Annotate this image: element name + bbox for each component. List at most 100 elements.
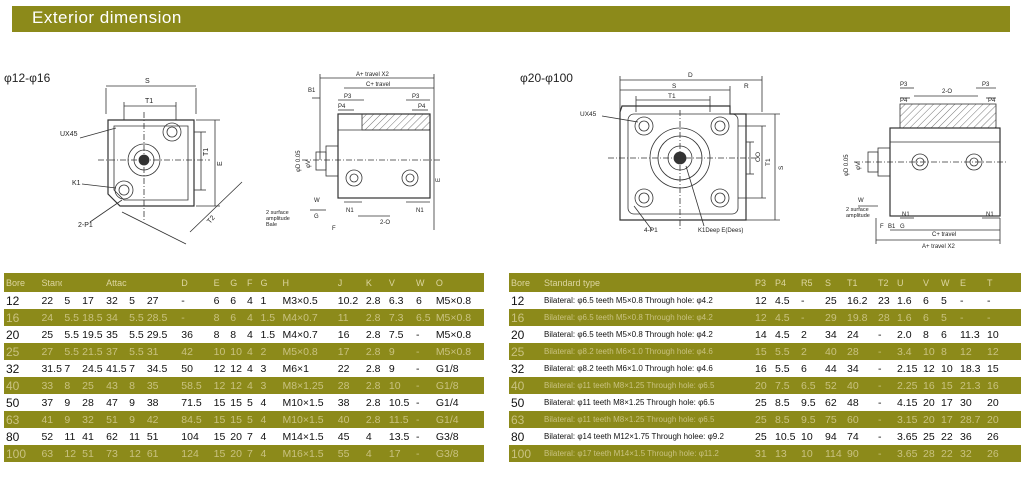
right-label-phid: φD 0.05 — [844, 154, 850, 176]
bore-cell: 32 — [509, 360, 542, 377]
table-header-cell: S — [823, 273, 845, 292]
table-cell: 26 — [985, 428, 1021, 445]
bore-cell: 25 — [4, 343, 40, 360]
table-cell: 50 — [179, 360, 212, 377]
right-section-title: φ20-φ100 — [520, 71, 573, 85]
table-cell: M5×0.8 — [433, 326, 484, 343]
left-label-p3: P3 — [344, 94, 352, 100]
table-cell: 55 — [335, 445, 364, 462]
table-cell: 14 — [753, 326, 773, 343]
table-cell: 31.5 — [39, 360, 63, 377]
left-label-s: S — [145, 78, 150, 85]
bore-cell: 16 — [4, 309, 40, 326]
left-label-phid: φD 0.05 — [296, 150, 302, 172]
table-header-cell — [62, 273, 81, 292]
table-cell: 74 — [845, 428, 876, 445]
table-cell: 2.25 — [895, 377, 921, 394]
table-cell: 90 — [845, 445, 876, 462]
table-cell: - — [414, 360, 434, 377]
table-cell: 26 — [985, 445, 1021, 462]
bore-cell: 63 — [4, 411, 40, 428]
right-label-p3b: P3 — [982, 82, 990, 88]
table-cell: 23 — [876, 292, 895, 309]
right-label-a-travel: A+ travel X2 — [922, 244, 956, 250]
table-cell: 51 — [144, 428, 180, 445]
table-header-cell: E — [211, 273, 229, 292]
table-cell: 27 — [39, 343, 63, 360]
table-cell: 34 — [104, 309, 128, 326]
table-cell: 2.8 — [363, 377, 387, 394]
table-cell: 21.5 — [80, 343, 105, 360]
right-label-p4b: P4 — [988, 98, 996, 104]
table-cell: 8 — [127, 377, 145, 394]
table-cell: 73 — [104, 445, 128, 462]
table-cell: 5.5 — [127, 309, 145, 326]
table-cell: 124 — [179, 445, 212, 462]
table-cell: M16×1.5 — [280, 445, 336, 462]
left-label-p4: P4 — [338, 104, 346, 110]
table-cell: 2.8 — [363, 343, 387, 360]
table-cell: Bilateral: φ14 teeth M12×1.75 Through ho… — [542, 428, 753, 445]
table-cell: 41 — [80, 428, 105, 445]
table-cell: 25 — [753, 428, 773, 445]
table-cell: 5 — [62, 292, 81, 309]
table-cell: 20 — [228, 445, 245, 462]
table-cell: 2.15 — [895, 360, 921, 377]
table-cell: 35 — [104, 326, 128, 343]
table-cell: - — [876, 428, 895, 445]
table-cell: 22 — [335, 360, 364, 377]
table-cell: G1/4 — [433, 411, 484, 428]
table-cell: - — [876, 445, 895, 462]
table-cell: 5 — [939, 292, 958, 309]
table-cell: 51 — [104, 411, 128, 428]
right-label-c-travel: C+ travel — [932, 232, 956, 238]
table-cell: M4×0.7 — [280, 309, 336, 326]
table-cell: 25 — [80, 377, 105, 394]
right-label-surface: 2 surface — [846, 207, 869, 213]
table-cell: 30 — [958, 394, 985, 411]
table-header-cell: G — [258, 273, 281, 292]
bore-cell: 50 — [509, 394, 542, 411]
table-cell: - — [799, 292, 823, 309]
table-cell: 28 — [335, 377, 364, 394]
table-cell: 7.5 — [773, 377, 799, 394]
table-cell: - — [414, 394, 434, 411]
table-cell: - — [414, 445, 434, 462]
bore-cell: 20 — [4, 326, 40, 343]
right-label-amplitude: amplitude — [846, 213, 870, 219]
table-cell: 40 — [845, 377, 876, 394]
right-label-p3: P3 — [900, 82, 908, 88]
table-cell: M10×1.5 — [280, 411, 336, 428]
table-cell: 8 — [921, 326, 939, 343]
table-cell: 8 — [211, 309, 229, 326]
table-cell: 20 — [228, 428, 245, 445]
table-cell: 32 — [104, 292, 128, 309]
table-cell: 9.5 — [799, 411, 823, 428]
table-header-cell: H — [280, 273, 336, 292]
table-cell: 9 — [62, 411, 81, 428]
table-cell: 4 — [258, 428, 281, 445]
table-cell: 4 — [363, 445, 387, 462]
table-cell: 3 — [258, 360, 281, 377]
table-cell: 32 — [958, 445, 985, 462]
bore-cell: 12 — [4, 292, 40, 309]
table-header-cell: F — [244, 273, 259, 292]
table-cell: 8 — [939, 343, 958, 360]
table-cell: 60 — [845, 411, 876, 428]
table-cell: 2.8 — [363, 360, 387, 377]
table-cell: 5.5 — [62, 309, 81, 326]
table-cell: 2.0 — [895, 326, 921, 343]
table-cell: 31 — [753, 445, 773, 462]
table-cell: 32 — [80, 411, 105, 428]
table-cell: 2.8 — [363, 292, 387, 309]
right-label-f: F — [880, 224, 884, 230]
table-cell: - — [799, 309, 823, 326]
table-cell: 34.5 — [144, 360, 180, 377]
table-cell: 25 — [823, 292, 845, 309]
